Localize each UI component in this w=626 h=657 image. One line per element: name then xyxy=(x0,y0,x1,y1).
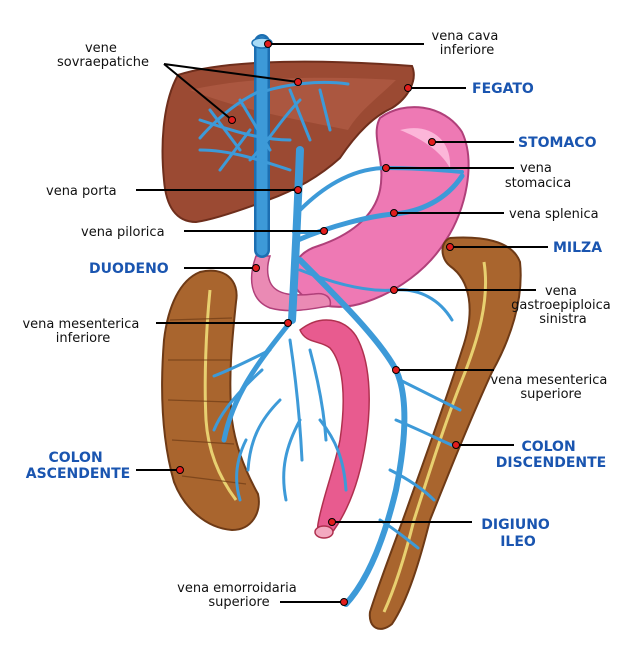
marker-porta xyxy=(294,186,302,194)
marker-vena-cava xyxy=(264,40,272,48)
vena-mesenterica-superiore-vessel xyxy=(297,257,408,607)
label-digiuno-ileo-line: ILEO xyxy=(500,534,536,550)
label-vena-stomacica: vena stomacica xyxy=(505,161,571,191)
label-vena-stomacica-line: stomacica xyxy=(505,176,571,191)
label-colon-discendente: COLON DISCENDENTE xyxy=(496,439,606,471)
label-milza: MILZA xyxy=(553,240,602,256)
marker-milza xyxy=(446,243,454,251)
marker-sovraepatiche-a xyxy=(294,78,302,86)
label-vena-emorroidaria: vena emorroidaria superiore xyxy=(177,581,301,610)
label-vena-porta: vena porta xyxy=(46,184,117,199)
marker-colon-ascendente xyxy=(176,466,184,474)
label-vena-cava-line: inferiore xyxy=(440,43,494,58)
label-colon-ascendente-line: COLON xyxy=(48,450,102,466)
mesenteric-branches xyxy=(212,338,348,502)
label-vene-sovraepatiche-line: vene xyxy=(85,41,117,56)
marker-stomacica xyxy=(382,164,390,172)
label-colon-ascendente-line: ASCENDENTE xyxy=(26,466,131,482)
marker-duodeno xyxy=(252,264,260,272)
label-duodeno: DUODENO xyxy=(89,261,169,277)
labels: vena cava inferiore vene sovraepatiche F… xyxy=(22,29,615,610)
label-vene-sovraepatiche-line: sovraepatiche xyxy=(57,55,149,70)
label-markers xyxy=(176,40,460,606)
leader-sovraepatiche-a xyxy=(163,63,299,83)
small-intestine-end xyxy=(314,525,334,539)
marker-splenica xyxy=(390,209,398,217)
label-vena-mesenterica-superiore: vena mesenterica superiore xyxy=(490,373,611,402)
vena-mesenterica-inferiore-vessel xyxy=(221,317,295,443)
label-colon-discendente-line: DISCENDENTE xyxy=(496,455,606,471)
organ-illustrations xyxy=(161,60,522,630)
marker-gastroepiploica xyxy=(390,286,398,294)
marker-mesenterica-superiore xyxy=(392,366,400,374)
duodenum-shape xyxy=(250,255,332,312)
marker-pilorica xyxy=(320,227,328,235)
label-vena-mesenterica-superiore-line: vena mesenterica xyxy=(490,373,607,388)
marker-colon-discendente xyxy=(452,441,460,449)
marker-sovraepatiche-b xyxy=(228,116,236,124)
hepatic-vein-network xyxy=(198,80,350,172)
liver-shade xyxy=(190,77,396,130)
marker-emorroidaria xyxy=(340,598,348,606)
label-vena-emorroidaria-line: superiore xyxy=(208,595,269,610)
label-vena-gastroepiploica: vena gastroepiploica sinistra xyxy=(511,284,615,327)
label-stomaco: STOMACO xyxy=(518,135,597,151)
stomach-highlight xyxy=(400,128,451,168)
marker-stomaco xyxy=(428,138,436,146)
label-vena-mesenterica-inferiore-line: vena mesenterica xyxy=(22,317,139,332)
vena-porta-vessel xyxy=(288,146,304,324)
leader-sovraepatiche-b xyxy=(163,63,233,121)
ascending-colon-band xyxy=(203,289,238,501)
label-vena-emorroidaria-line: vena emorroidaria xyxy=(177,581,297,596)
label-vena-pilorica: vena pilorica xyxy=(81,225,165,240)
label-vena-splenica: vena splenica xyxy=(509,207,599,222)
label-vena-cava: vena cava inferiore xyxy=(432,29,503,58)
label-digiuno-ileo: DIGIUNO ILEO xyxy=(481,517,554,550)
label-fegato: FEGATO xyxy=(472,81,534,97)
label-digiuno-ileo-line: DIGIUNO xyxy=(481,517,550,533)
marker-fegato xyxy=(404,84,412,92)
label-colon-discendente-line: COLON xyxy=(521,439,575,455)
label-vena-gastroepiploica-line: vena xyxy=(545,284,577,299)
colon-branches xyxy=(378,378,462,550)
descending-colon-shape xyxy=(368,236,522,630)
descending-colon-band xyxy=(382,261,488,613)
label-vena-gastroepiploica-line: sinistra xyxy=(539,312,586,327)
label-vene-sovraepatiche: vene sovraepatiche xyxy=(57,41,149,70)
label-vena-mesenterica-superiore-line: superiore xyxy=(520,387,581,402)
marker-digiuno-ileo xyxy=(328,518,336,526)
label-colon-ascendente: COLON ASCENDENTE xyxy=(26,450,131,482)
label-vena-mesenterica-inferiore: vena mesenterica inferiore xyxy=(22,317,143,346)
ascending-colon-shape xyxy=(161,269,260,532)
label-vena-stomacica-line: vena xyxy=(520,161,552,176)
marker-mesenterica-inferiore xyxy=(284,319,292,327)
label-vena-gastroepiploica-line: gastroepiploica xyxy=(511,298,611,313)
label-vena-cava-line: vena cava xyxy=(432,29,499,44)
ascending-colon-folds xyxy=(167,317,247,485)
leader-lines xyxy=(136,43,548,603)
label-vena-mesenterica-inferiore-line: inferiore xyxy=(56,331,110,346)
